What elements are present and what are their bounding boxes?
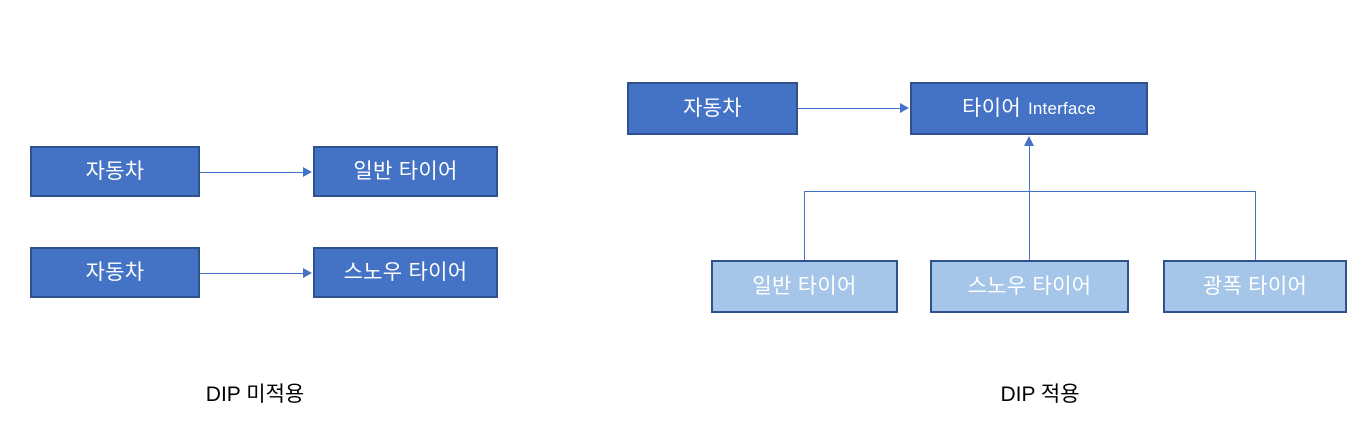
caption-right: DIP 적용	[1000, 383, 1080, 406]
node-label: 광폭 타이어	[1202, 275, 1308, 298]
connector-line-left-row2	[200, 273, 305, 274]
connector-line-client-to-interface	[798, 108, 902, 109]
node-wide-tire-impl[interactable]: 광폭 타이어	[1163, 260, 1347, 313]
connector-arrowhead-client-to-interface	[900, 103, 909, 113]
inheritance-branch-wide-tire	[1255, 191, 1256, 261]
node-label: 일반 타이어	[353, 160, 458, 183]
node-normal-tire-impl[interactable]: 일반 타이어	[711, 260, 898, 313]
caption-left: DIP 미적용	[205, 383, 305, 406]
node-car-2[interactable]: 자동차	[30, 247, 200, 298]
node-label: 자동차	[85, 160, 145, 183]
node-label-english: Interface	[1027, 99, 1096, 118]
connector-arrowhead-left-row1	[303, 167, 312, 177]
node-tire-interface[interactable]: 타이어 Interface	[910, 82, 1148, 135]
node-label-korean: 타이어	[962, 97, 1021, 120]
node-label: 일반 타이어	[752, 275, 857, 298]
node-label: 자동차	[683, 97, 742, 120]
inheritance-bus-horizontal	[804, 191, 1256, 192]
node-label: 스노우 타이어	[343, 261, 468, 284]
node-car-client[interactable]: 자동차	[627, 82, 798, 135]
inheritance-arrowhead-to-interface	[1024, 136, 1034, 146]
inheritance-riser-vertical	[1029, 145, 1030, 192]
inheritance-branch-normal-tire	[804, 191, 805, 261]
node-label: 자동차	[85, 261, 145, 284]
node-snow-tire-1[interactable]: 스노우 타이어	[313, 247, 498, 298]
connector-line-left-row1	[200, 172, 305, 173]
node-normal-tire-1[interactable]: 일반 타이어	[313, 146, 498, 197]
node-snow-tire-impl[interactable]: 스노우 타이어	[930, 260, 1129, 313]
node-label: 스노우 타이어	[967, 275, 1092, 298]
node-car-1[interactable]: 자동차	[30, 146, 200, 197]
inheritance-branch-snow-tire	[1029, 191, 1030, 261]
connector-arrowhead-left-row2	[303, 268, 312, 278]
